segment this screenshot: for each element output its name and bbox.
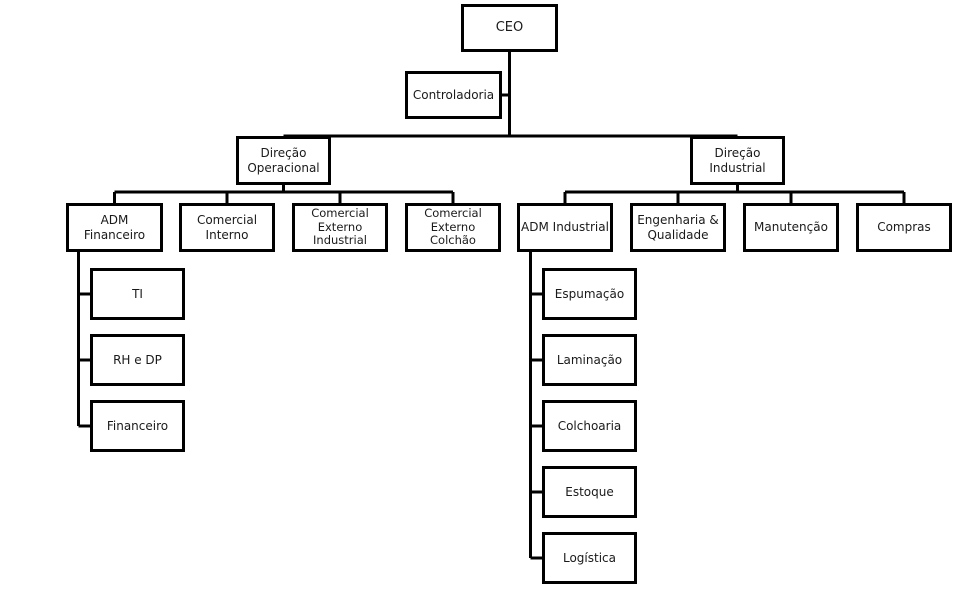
node-label-financeiro: Financeiro (106, 418, 169, 433)
node-label-controladoria: Controladoria (412, 87, 495, 102)
node-label-espumacao: Espumação (554, 286, 625, 301)
node-comercial-interno[interactable]: Comercial Interno (179, 203, 275, 252)
node-ti[interactable]: TI (90, 268, 185, 320)
node-colchoaria[interactable]: Colchoaria (542, 400, 637, 452)
node-manutencao[interactable]: Manutenção (743, 203, 839, 252)
node-label-comercial-externo-industrial: Comercial Externo Industrial (311, 206, 369, 248)
node-label-ti: TI (132, 286, 143, 301)
node-label-comercial-interno: Comercial Interno (196, 213, 258, 242)
node-direcao-industrial[interactable]: Direção Industrial (690, 136, 785, 185)
node-label-adm-industrial: ADM Industrial (521, 220, 609, 235)
node-label-ceo: CEO (495, 20, 524, 36)
node-comercial-externo-industrial[interactable]: Comercial Externo Industrial (292, 203, 388, 252)
node-controladoria[interactable]: Controladoria (405, 71, 502, 119)
node-label-engenharia-qualidade: Engenharia & Qualidade (637, 213, 719, 242)
node-label-colchoaria: Colchoaria (557, 418, 622, 433)
node-label-laminacao: Laminação (556, 352, 623, 367)
node-comercial-externo-colchao[interactable]: Comercial Externo Colchão (405, 203, 501, 252)
node-label-comercial-externo-colchao: Comercial Externo Colchão (424, 206, 482, 248)
node-label-adm-financeiro: ADM Financeiro (83, 213, 146, 242)
node-label-manutencao: Manutenção (754, 220, 828, 235)
node-financeiro[interactable]: Financeiro (90, 400, 185, 452)
node-label-estoque: Estoque (565, 484, 614, 499)
node-direcao-operacional[interactable]: Direção Operacional (236, 136, 331, 185)
node-laminacao[interactable]: Laminação (542, 334, 637, 386)
node-label-compras: Compras (877, 220, 931, 235)
node-estoque[interactable]: Estoque (542, 466, 637, 518)
node-label-logistica: Logística (562, 550, 616, 565)
node-label-direcao-operacional: Direção Operacional (247, 146, 320, 175)
node-adm-financeiro[interactable]: ADM Financeiro (66, 203, 163, 252)
node-logistica[interactable]: Logística (542, 532, 637, 584)
node-ceo[interactable]: CEO (461, 4, 558, 52)
node-adm-industrial[interactable]: ADM Industrial (517, 203, 613, 252)
node-rh-e-dp[interactable]: RH e DP (90, 334, 185, 386)
node-label-direcao-industrial: Direção Industrial (709, 146, 766, 175)
node-compras[interactable]: Compras (856, 203, 952, 252)
node-espumacao[interactable]: Espumação (542, 268, 637, 320)
node-engenharia-qualidade[interactable]: Engenharia & Qualidade (630, 203, 726, 252)
node-label-rh-e-dp: RH e DP (113, 352, 162, 367)
